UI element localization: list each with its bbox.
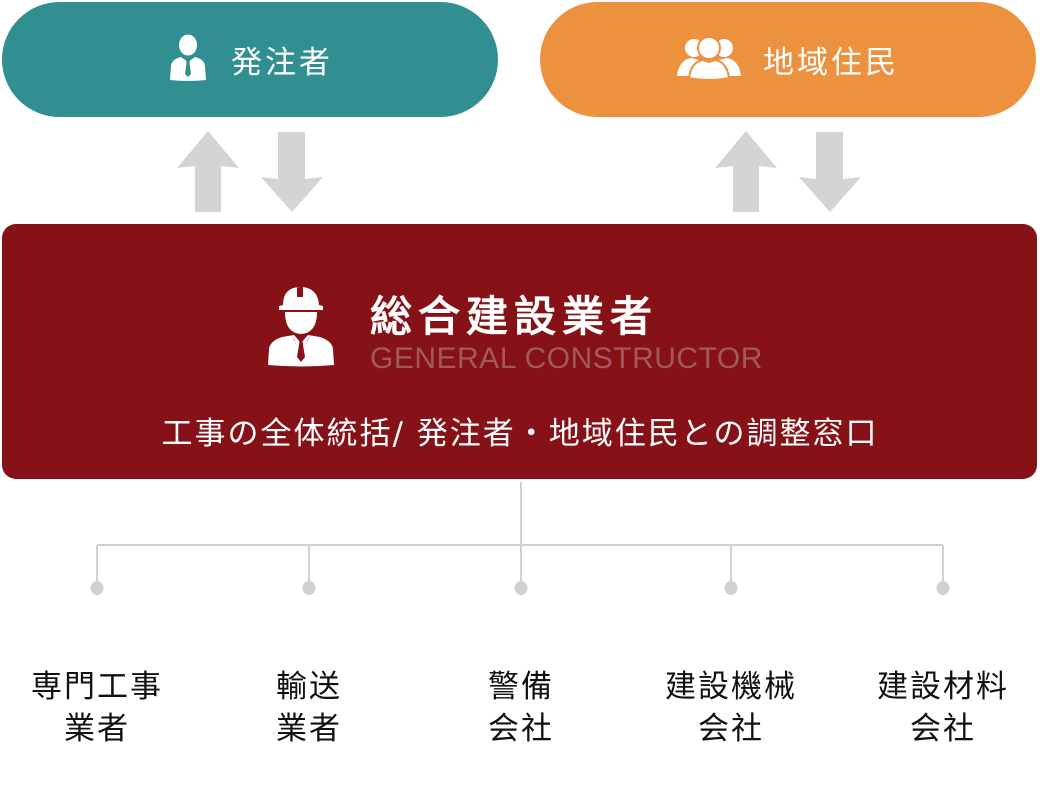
subcontractor-label-line1: 警備 <box>488 669 554 705</box>
general-contractor-title: 総合建設業者 <box>370 292 659 341</box>
connector-node-dot <box>302 581 316 595</box>
subcontractor-label-line1: 輸送 <box>276 669 342 705</box>
subcontractor-label-line1: 専門工事 <box>31 669 163 705</box>
subcontractor-label-line1: 建設機械 <box>665 669 797 705</box>
arrow-down-icon <box>799 132 861 212</box>
residents-label: 地域住民 <box>763 45 899 81</box>
subcontractor-node: 輸送業者 <box>209 666 409 750</box>
subcontractor-node: 建設材料会社 <box>843 666 1040 750</box>
subcontractor-node: 専門工事業者 <box>0 666 197 750</box>
connector-node-dot <box>514 581 528 595</box>
subcontractor-label-line2: 会社 <box>488 711 554 747</box>
hierarchy-connector <box>90 482 950 595</box>
subcontractor-node: 建設機械会社 <box>631 666 831 750</box>
group-people-icon <box>677 35 741 84</box>
client-node: 発注者 <box>2 2 498 117</box>
connector-node-dot <box>724 581 738 595</box>
construction-worker-icon <box>266 283 336 371</box>
bidirectional-arrows-client <box>177 131 323 212</box>
arrow-up-icon <box>177 131 239 212</box>
subcontractor-label-line2: 業者 <box>276 711 342 747</box>
subcontractor-label-line2: 会社 <box>910 711 976 747</box>
general-contractor-subtitle: GENERAL CONSTRUCTOR <box>370 342 763 375</box>
subcontractor-node: 警備会社 <box>421 666 621 750</box>
subcontractor-label-line2: 会社 <box>698 711 764 747</box>
client-label: 発注者 <box>231 45 333 81</box>
arrow-down-icon <box>261 132 323 212</box>
connector-node-dot <box>90 581 104 595</box>
general-contractor-node <box>2 224 1037 479</box>
subcontractor-label-line1: 建設材料 <box>877 669 1009 705</box>
arrow-up-icon <box>715 131 777 212</box>
bidirectional-arrows-residents <box>715 131 861 212</box>
subcontractor-label-line2: 業者 <box>64 711 130 747</box>
person-business-icon <box>167 34 209 86</box>
general-contractor-description: 工事の全体統括/ 発注者・地域住民との調整窓口 <box>161 416 879 452</box>
connector-node-dot <box>936 581 950 595</box>
residents-node: 地域住民 <box>540 2 1036 117</box>
